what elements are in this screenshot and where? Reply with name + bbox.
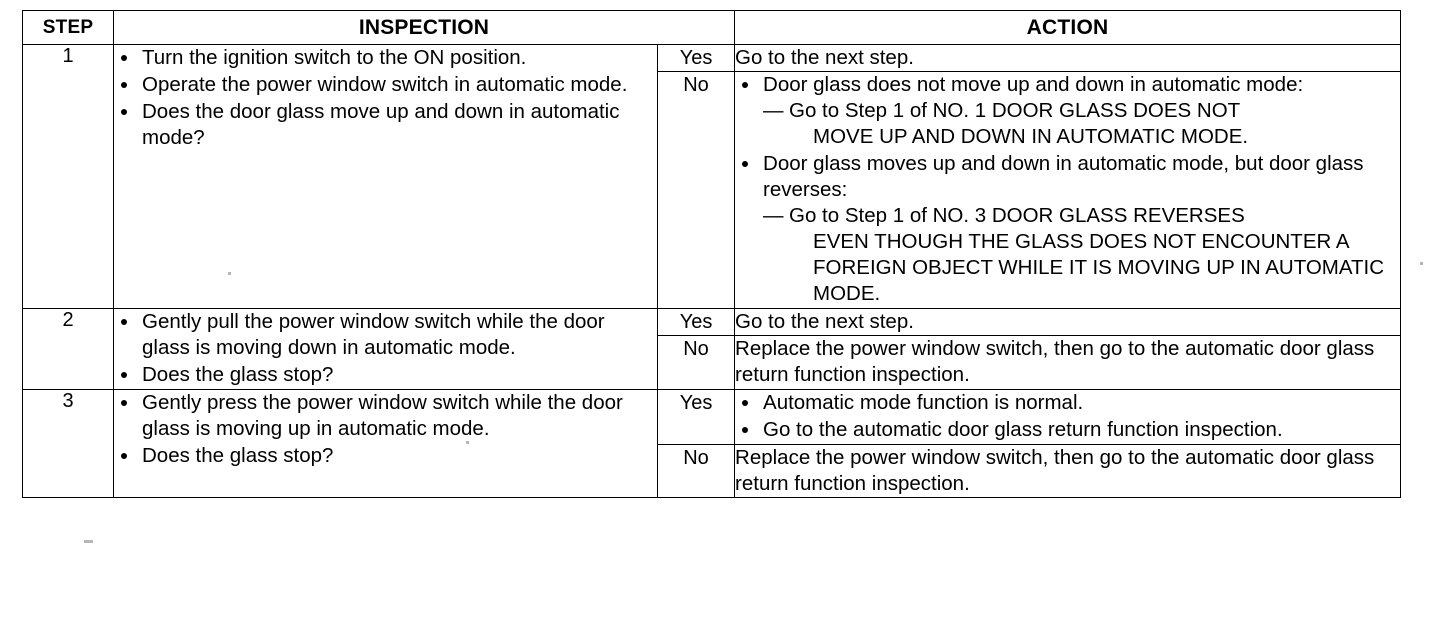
answer-label-no-3: No [656,444,736,498]
scan-speckle [84,540,93,543]
table-row: 2 Gently pull the power window switch wh… [22,307,1402,390]
answer-label-yes-2: Yes [656,307,736,337]
step-number-3: 3 [22,389,114,498]
list-item: Automatic mode function is normal. [735,390,1400,416]
list-item: Gently pull the power window switch whil… [114,309,657,361]
inspection-cell-2: Gently pull the power window switch whil… [113,308,658,390]
inspection-cell-1: Turn the ignition switch to the ON posit… [113,44,658,309]
table-row: No Replace the power window switch, then… [23,335,1402,390]
table-header-row: STEP INSPECTION ACTION [22,10,1402,45]
column-header-action: ACTION [734,10,1402,45]
answer-label-no-2: No [656,335,736,390]
answer-label-yes-3: Yes [656,389,736,445]
action-bullet-list-3-yes: Automatic mode function is normal. Go to… [735,390,1400,443]
list-item-text: Door glass does not move up and down in … [763,73,1304,96]
column-header-inspection: INSPECTION [112,10,736,45]
sub-item-dash: Go to Step 1 of NO. 3 DOOR GLASS REVERSE… [763,203,1400,229]
list-item: Go to the automatic door glass return fu… [735,417,1400,443]
table-row: 1 Turn the ignition switch to the ON pos… [22,44,1402,309]
action-cell-3-no: Replace the power window switch, then go… [734,444,1402,498]
sub-item-continuation: MOVE UP AND DOWN IN AUTOMATIC MODE. [813,125,1249,148]
list-item: Turn the ignition switch to the ON posit… [114,45,657,71]
answer-label-yes-1: Yes [656,44,736,72]
list-item: Does the glass stop? [114,443,657,469]
list-item: Operate the power window switch in autom… [114,72,657,98]
inspection-bullet-list-3: Gently press the power window switch whi… [114,390,657,469]
troubleshooting-table: STEP INSPECTION ACTION 1 Turn the igniti… [22,10,1402,498]
scan-speckle [466,441,469,444]
step-number-2: 2 [22,308,114,390]
table-row: No Replace the power window switch, then… [23,444,1402,498]
column-header-step: STEP [22,10,114,45]
inspection-cell-3: Gently press the power window switch whi… [113,389,658,498]
scan-speckle [228,272,231,275]
action-cell-2-no: Replace the power window switch, then go… [734,335,1402,390]
list-item: Door glass does not move up and down in … [735,72,1400,150]
list-item: Does the door glass move up and down in … [114,99,657,151]
table-row: No Door glass does not move up and down … [23,71,1402,309]
action-cell-2-yes: Go to the next step. [734,307,1402,337]
scan-speckle [1420,262,1423,265]
table-row: 3 Gently press the power window switch w… [22,389,1402,498]
action-bullet-list-1-no: Door glass does not move up and down in … [735,72,1400,307]
inspection-bullet-list-2: Gently pull the power window switch whil… [114,309,657,388]
action-cell-1-no: Door glass does not move up and down in … [734,71,1402,309]
sub-item-continuation: EVEN THOUGH THE GLASS DOES NOT ENCOUNTER… [813,230,1385,305]
list-item-text: Door glass moves up and down in automati… [763,152,1364,201]
list-item: Door glass moves up and down in automati… [735,151,1400,307]
list-item: Gently press the power window switch whi… [114,390,657,442]
sub-item-dash: Go to Step 1 of NO. 1 DOOR GLASS DOES NO… [763,98,1400,124]
action-cell-3-yes: Automatic mode function is normal. Go to… [734,389,1402,445]
inspection-bullet-list-1: Turn the ignition switch to the ON posit… [114,45,657,151]
action-cell-1-yes: Go to the next step. [734,44,1402,72]
list-item: Does the glass stop? [114,362,657,388]
step-number-1: 1 [22,44,114,309]
answer-label-no-1: No [656,71,736,309]
